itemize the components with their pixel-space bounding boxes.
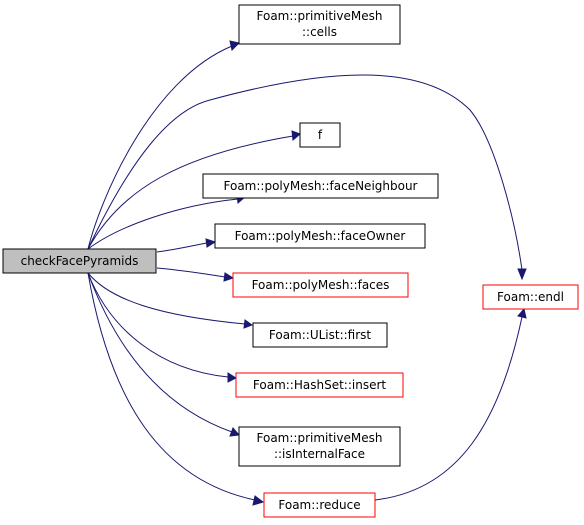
edge-root-isInternalFace-arrow — [229, 427, 240, 437]
node-UList-first[interactable]: Foam::UList::first — [252, 322, 388, 348]
node-polyMesh-faces[interactable]: Foam::polyMesh::faces — [232, 272, 409, 298]
node-label-line2: ::cells — [302, 25, 337, 39]
node-label-line1: Foam::primitiveMesh — [257, 9, 383, 23]
node-endl[interactable]: Foam::endl — [482, 284, 579, 310]
edge-root-first — [87, 272, 246, 325]
node-label-line2: ::isInternalFace — [274, 447, 365, 461]
edge-root-endl-arrow — [517, 268, 527, 281]
node-polyMesh-faceOwner[interactable]: Foam::polyMesh::faceOwner — [214, 223, 426, 249]
node-label-line1: Foam::primitiveMesh — [257, 431, 383, 445]
node-label: Foam::polyMesh::faceOwner — [235, 229, 406, 243]
node-label: Foam::polyMesh::faces — [252, 278, 390, 292]
edge-root-reduce — [87, 272, 256, 501]
node-HashSet-insert[interactable]: Foam::HashSet::insert — [235, 372, 404, 398]
node-polyMesh-faceNeighbour[interactable]: Foam::polyMesh::faceNeighbour — [202, 173, 439, 199]
node-label: f — [318, 128, 323, 142]
node-reduce[interactable]: Foam::reduce — [263, 492, 376, 518]
edge-root-isInternalFace — [87, 272, 233, 433]
edge-root-faces — [156, 267, 226, 278]
node-checkFacePyramids[interactable]: checkFacePyramids — [2, 248, 157, 274]
edge-root-insert-arrow — [227, 372, 238, 383]
node-label: checkFacePyramids — [21, 254, 139, 268]
node-f[interactable]: f — [299, 122, 341, 148]
node-primitiveMesh-cells[interactable]: Foam::primitiveMesh ::cells — [238, 4, 401, 45]
edge-root-endl — [87, 74, 523, 271]
edge-root-reduce-arrow — [252, 495, 265, 506]
edge-root-faceOwner — [156, 242, 208, 253]
node-label: Foam::reduce — [278, 498, 360, 512]
edge-root-faceOwner-arrow — [205, 238, 217, 248]
edge-root-faces-arrow — [223, 272, 235, 282]
edge-root-cells-arrow — [229, 40, 240, 51]
node-label: Foam::polyMesh::faceNeighbour — [224, 179, 418, 193]
node-label: Foam::endl — [497, 290, 564, 304]
edge-root-first-arrow — [243, 319, 254, 329]
edge-root-cells — [87, 45, 233, 250]
node-label: Foam::HashSet::insert — [253, 378, 386, 392]
edge-root-faceNeighbour — [87, 198, 239, 250]
edge-reduce-endl-arrow — [517, 307, 527, 319]
node-primitiveMesh-isInternalFace[interactable]: Foam::primitiveMesh ::isInternalFace — [238, 426, 401, 467]
edge-root-insert — [87, 272, 229, 378]
edge-reduce-endl — [374, 316, 523, 501]
node-label: Foam::UList::first — [269, 328, 372, 342]
edge-root-f — [87, 135, 294, 250]
edge-root-f-arrow — [291, 130, 301, 141]
